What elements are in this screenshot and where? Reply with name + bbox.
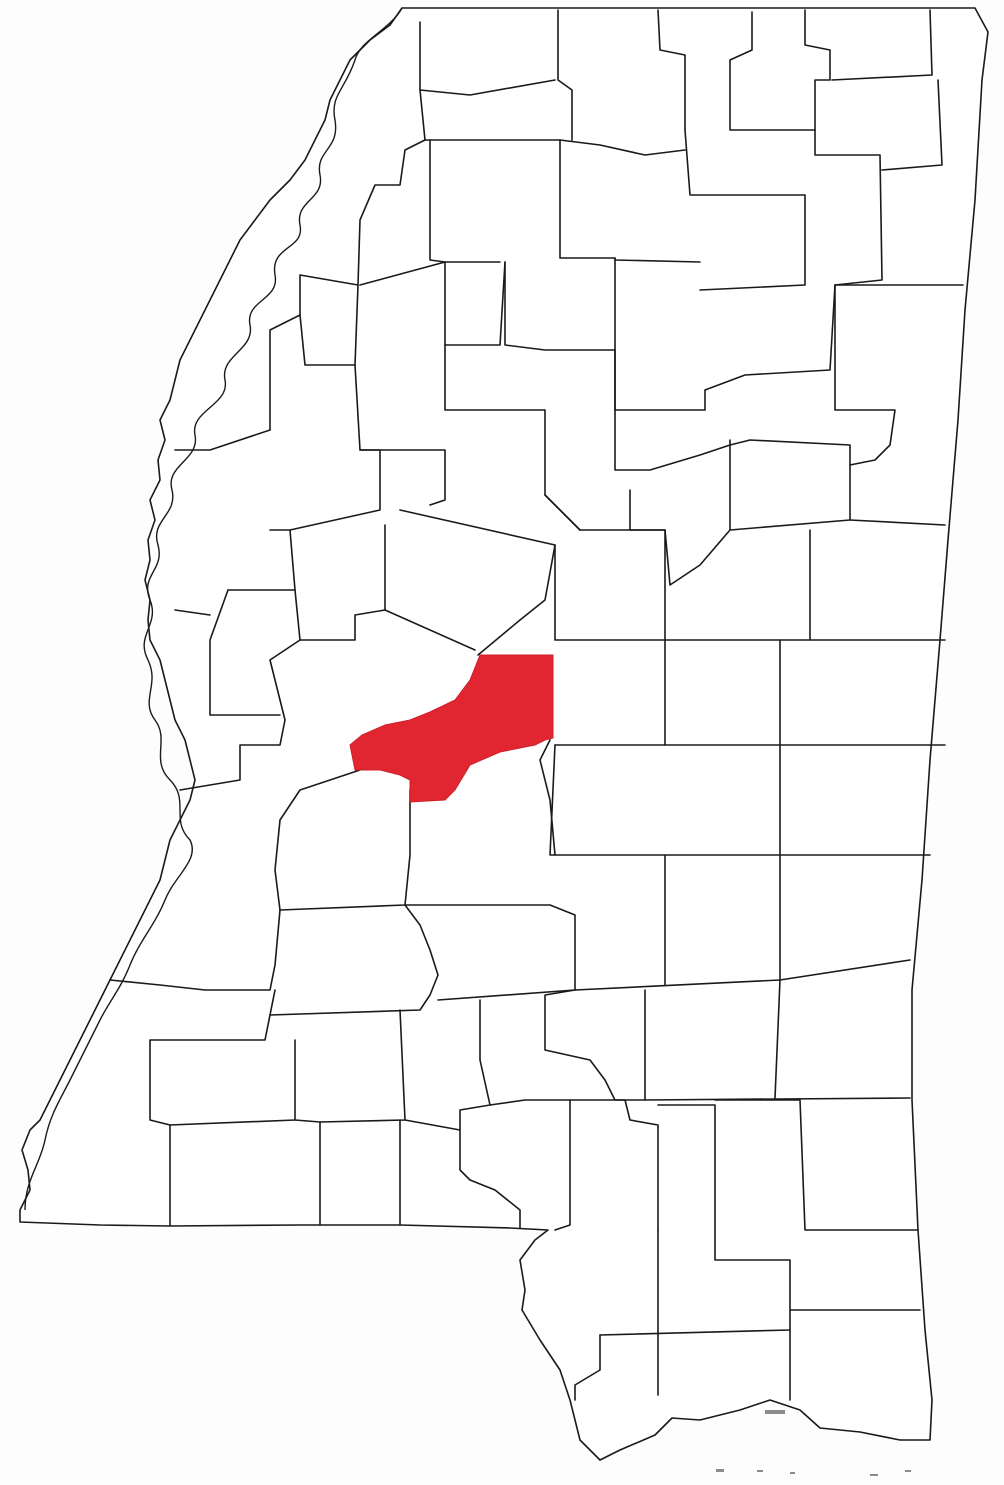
river-line	[24, 7, 403, 1211]
speck	[905, 1470, 911, 1472]
highlighted-county	[349, 654, 554, 803]
speck	[757, 1470, 763, 1472]
speck	[790, 1472, 795, 1474]
speck	[870, 1474, 878, 1476]
speck	[716, 1469, 724, 1472]
scan-artifacts	[716, 1410, 911, 1476]
speck	[765, 1410, 785, 1414]
county-boundaries	[109, 9, 964, 1401]
